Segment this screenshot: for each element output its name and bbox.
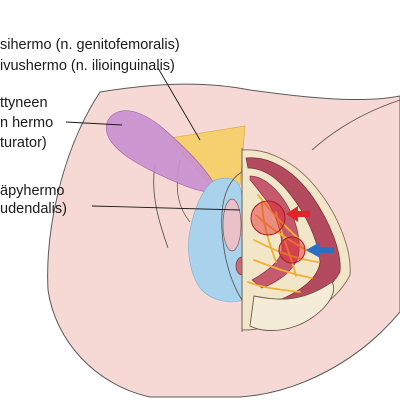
arrow-left-red-icon [286, 206, 310, 222]
label-obturator-line1: ttyneen [0, 95, 48, 111]
hip-crease-right [311, 99, 400, 151]
label-pudendal-line1: äpyhermo [0, 183, 65, 199]
label-pudendal-line2: udendalis) [0, 201, 67, 217]
highlight-lower [278, 236, 306, 264]
left-labia [222, 198, 242, 252]
label-obturator-line2: n hermo [0, 115, 54, 131]
pudendal-nerve-branches [247, 194, 319, 293]
label-ilioinguinal-nerve: ivushermo (n. ilioinguinalis) [0, 58, 175, 74]
leader-pudendal [91, 205, 241, 211]
external-genitalia-left [221, 171, 243, 301]
label-obturator-line3: turator) [0, 135, 47, 151]
arrow-left-blue-icon [306, 242, 334, 258]
label-genitofemoral-nerve: sihermo (n. genitofemoralis) [0, 37, 180, 53]
highlight-upper [250, 200, 286, 236]
leader-genitofemoral [157, 67, 201, 141]
leader-obturator [65, 121, 123, 126]
muscle-band-inner [249, 175, 300, 289]
hip-crease-left [153, 164, 169, 249]
pelvic-bone [249, 281, 335, 331]
